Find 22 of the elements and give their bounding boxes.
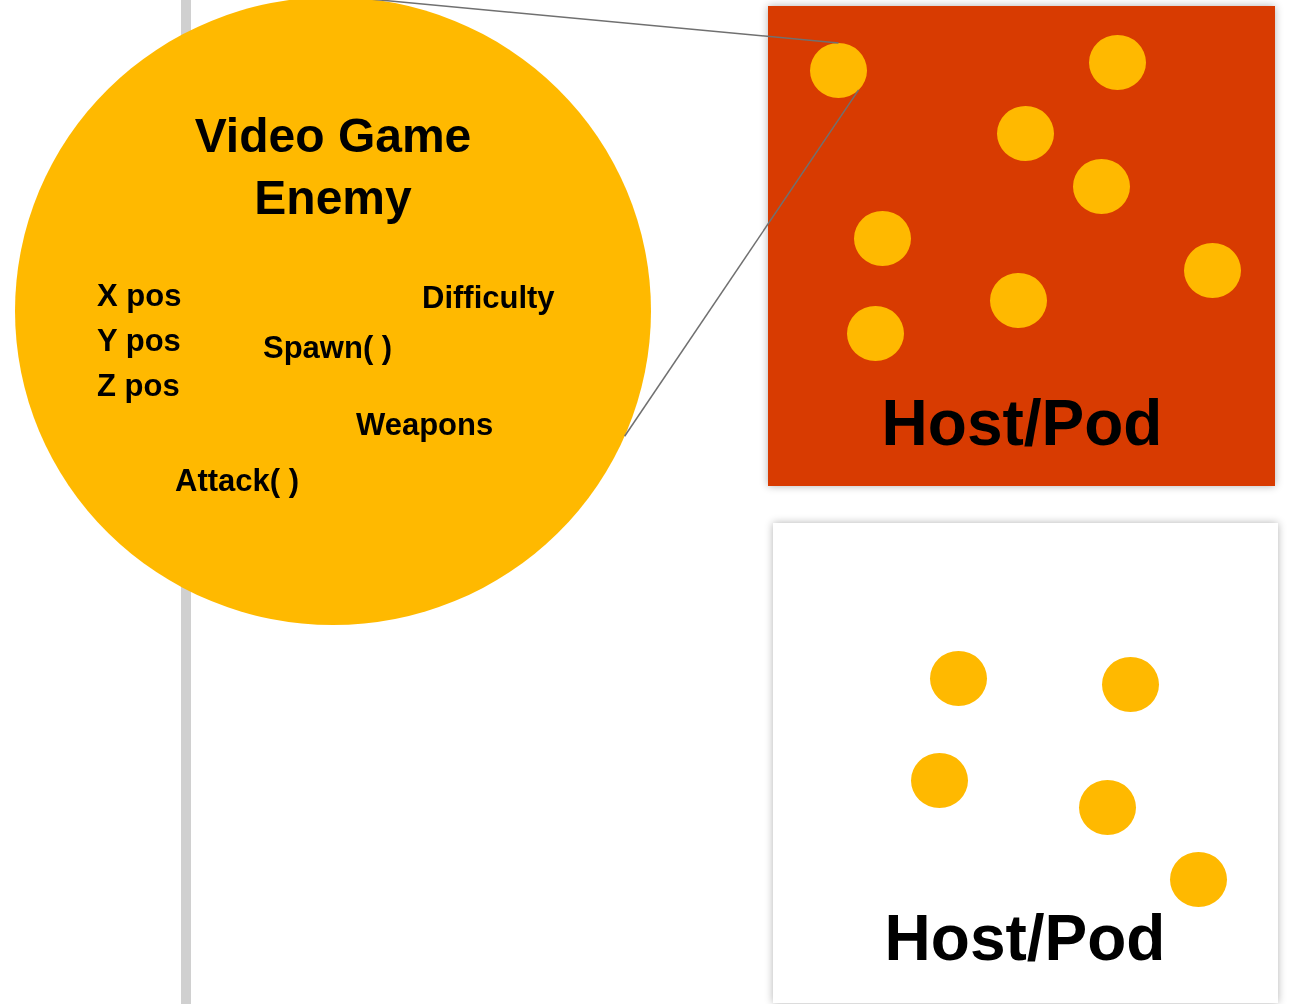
dot [854,211,911,266]
circle-title: Video Game Enemy [193,108,473,226]
attribute-label: X pos [97,278,182,314]
attribute-label: Z pos [97,368,180,404]
dot [1102,657,1159,712]
dot [1184,243,1241,298]
attribute-label: Weapons [356,407,494,443]
dot [997,106,1054,161]
dot [990,273,1047,328]
attribute-label: Y pos [97,323,181,359]
dot [1079,780,1136,835]
zoom-line [623,89,860,437]
dot [911,753,968,808]
dot [1170,852,1227,907]
panel-label: Host/Pod [881,386,1163,460]
attribute-label: Spawn( ) [263,330,393,366]
attribute-label: Attack( ) [175,463,299,499]
attribute-label: Difficulty [422,280,555,316]
panel-label: Host/Pod [884,901,1166,975]
dot [930,651,987,706]
host-panel [773,523,1278,1003]
host-panel [768,6,1275,486]
